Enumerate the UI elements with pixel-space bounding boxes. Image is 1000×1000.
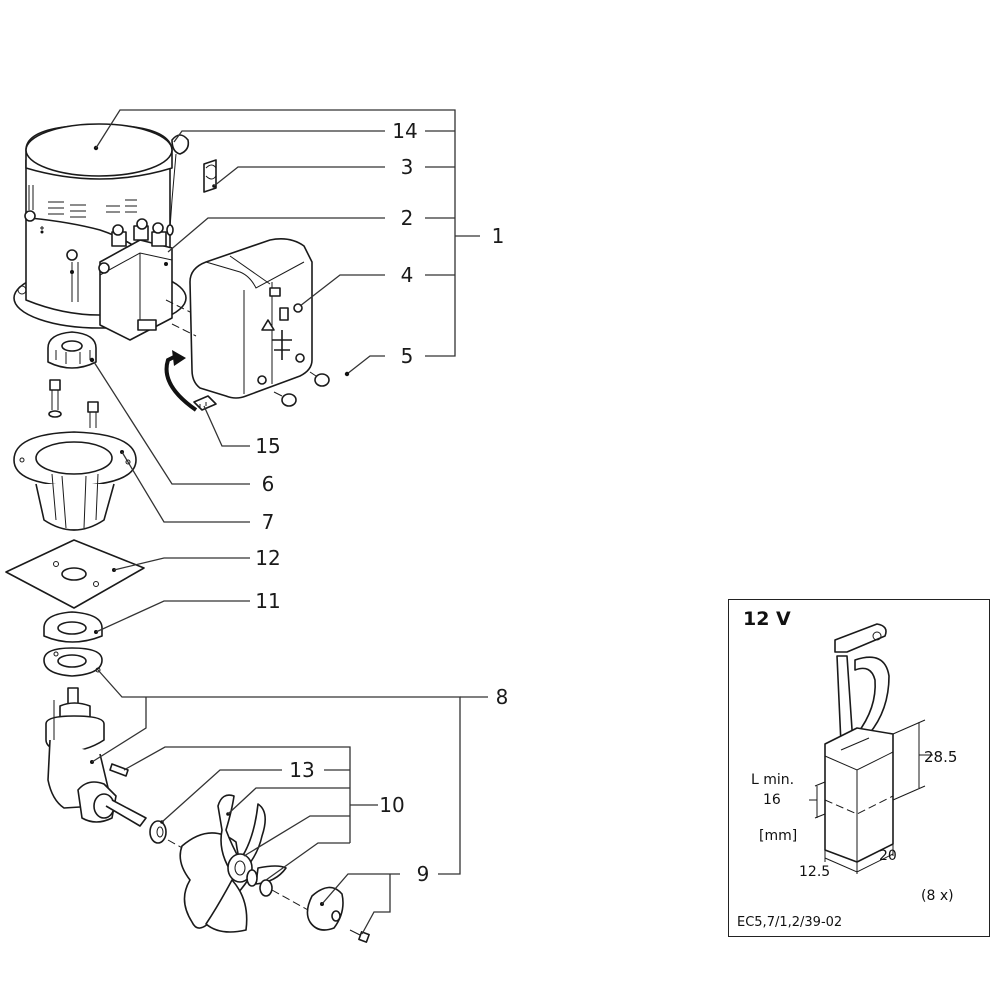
anode-screw — [349, 929, 370, 943]
dim-depth-label: 12.5 — [799, 864, 831, 880]
callout-labels: 14 3 2 1 4 5 15 6 7 12 11 8 13 10 9 — [255, 119, 508, 886]
callout-9: 9 — [417, 862, 430, 886]
unit-label: [mm] — [759, 828, 798, 844]
callout-1: 1 — [492, 224, 505, 248]
anode-cap — [306, 886, 344, 931]
gasket-plate — [5, 539, 145, 609]
quantity-label: (8 x) — [921, 888, 954, 904]
inset-voltage-title: 12 V — [743, 608, 791, 630]
electric-motor — [13, 123, 187, 329]
propeller-washer — [246, 869, 258, 887]
shaft-key — [109, 763, 129, 777]
bearing-seal — [149, 820, 187, 851]
dim-width-label: 20 — [879, 848, 897, 864]
part-code: EC5,7/1,2/39-02 — [737, 915, 843, 930]
callout-6: 6 — [262, 472, 275, 496]
callout-10: 10 — [379, 793, 404, 817]
dim-height-label: 28.5 — [924, 748, 958, 766]
callout-11: 11 — [255, 589, 280, 613]
propeller-nut — [259, 879, 309, 911]
gear-leg — [45, 687, 147, 827]
callout-2: 2 — [401, 206, 414, 230]
callout-13: 13 — [289, 758, 314, 782]
callout-4: 4 — [401, 263, 414, 287]
callout-7: 7 — [262, 510, 275, 534]
motor-bracket — [13, 431, 137, 531]
rotation-arrow — [164, 350, 198, 412]
flange-gasket — [43, 647, 103, 677]
cover-screws — [273, 371, 330, 407]
callout-15: 15 — [255, 434, 280, 458]
fuse-clip — [203, 159, 217, 193]
callout-14: 14 — [392, 119, 417, 143]
carbon-brush-drawing — [809, 623, 933, 874]
dim-lmin-value: 16 — [763, 792, 781, 808]
propeller — [179, 794, 287, 933]
leader-lines — [91, 109, 488, 935]
callout-8: 8 — [496, 685, 509, 709]
coupling — [47, 331, 97, 369]
callout-12: 12 — [255, 546, 280, 570]
spacer-ring — [43, 611, 103, 643]
callout-3: 3 — [401, 155, 414, 179]
blade-fuse — [193, 395, 217, 411]
dim-lmin-label: L min. — [751, 772, 795, 788]
protective-cover — [165, 238, 313, 399]
solenoid-relay — [98, 218, 173, 341]
callout-5: 5 — [401, 344, 414, 368]
carbon-brush-inset: 12 V 28.5 L min. 16 [mm] 20 12.5 (8 x) E… — [728, 599, 990, 937]
